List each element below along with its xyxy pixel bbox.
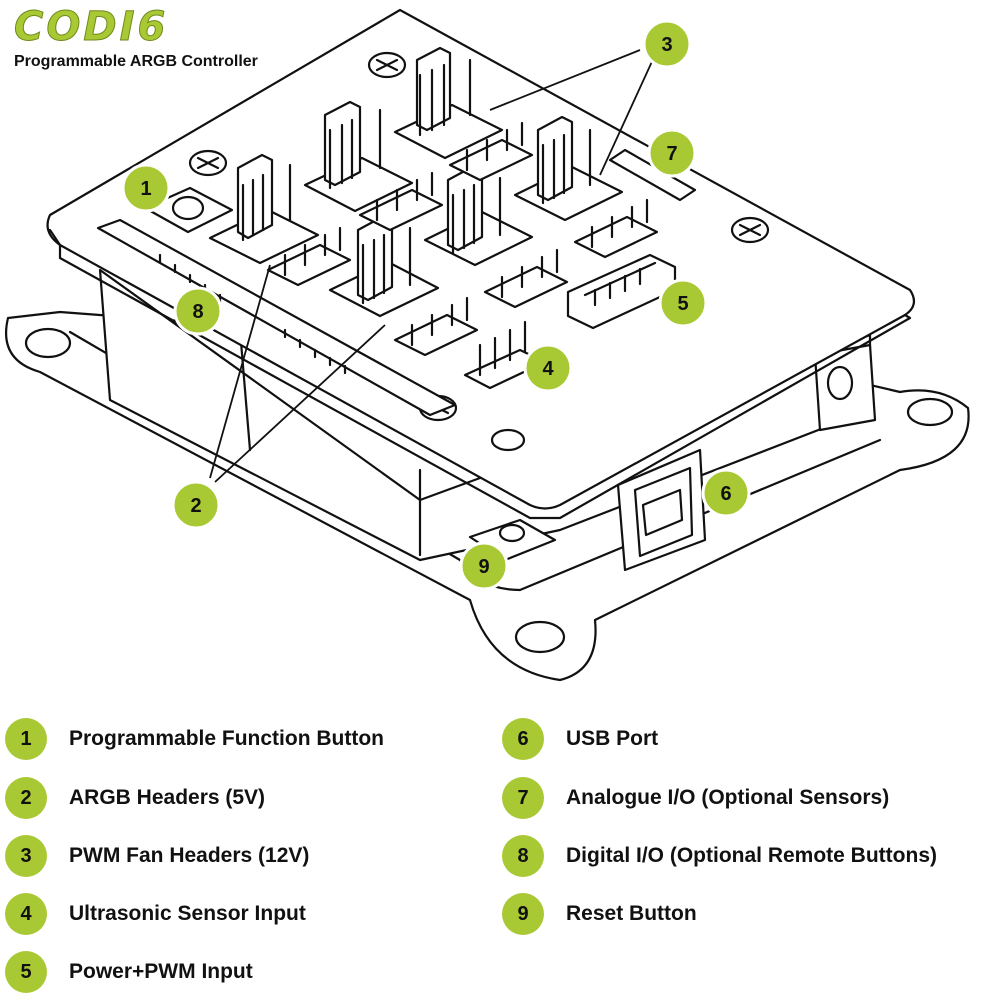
legend-label: Analogue I/O (Optional Sensors) bbox=[566, 786, 890, 809]
legend-badge: 3 bbox=[5, 835, 47, 877]
legend-item-6: 6 USB Port bbox=[502, 718, 658, 760]
callout-number: 2 bbox=[190, 495, 201, 517]
pwm-header bbox=[328, 215, 440, 318]
legend-badge: 2 bbox=[5, 777, 47, 819]
legend-badge: 4 bbox=[5, 893, 47, 935]
legend-label: Power+PWM Input bbox=[69, 960, 253, 983]
callout-number: 7 bbox=[666, 143, 677, 165]
screw bbox=[367, 51, 407, 79]
callout-circle bbox=[523, 343, 573, 393]
legend-item-1: 1 Programmable Function Button bbox=[5, 718, 384, 760]
argb-header bbox=[483, 248, 569, 309]
callout-number: 1 bbox=[140, 178, 151, 200]
callout-circle bbox=[173, 286, 223, 336]
argb-header bbox=[358, 171, 444, 232]
legend-badge: 7 bbox=[502, 777, 544, 819]
brand-logo: CODI6 bbox=[14, 4, 168, 50]
controller-illustration: CODI6 Programmable ARGB Controller bbox=[5, 4, 970, 682]
legend-badge: 9 bbox=[502, 893, 544, 935]
screw bbox=[730, 216, 770, 244]
legend-badge: 8 bbox=[502, 835, 544, 877]
legend-label: ARGB Headers (5V) bbox=[69, 786, 266, 809]
legend-item-7: 7 Analogue I/O (Optional Sensors) bbox=[502, 777, 889, 819]
callout-circle bbox=[658, 278, 708, 328]
callout-badge-7: 7 bbox=[647, 128, 697, 178]
legend-label: USB Port bbox=[566, 727, 659, 750]
callouts: 1 2 3 4 5 6 7 8 9 bbox=[121, 19, 751, 591]
legend-label: Programmable Function Button bbox=[69, 727, 384, 750]
callout-badge-6: 6 bbox=[701, 468, 751, 518]
pwm-header bbox=[423, 165, 534, 267]
brand-subtitle: Programmable ARGB Controller bbox=[14, 53, 258, 70]
callout-circle bbox=[459, 541, 509, 591]
callout-number: 6 bbox=[720, 483, 731, 505]
legend-item-9: 9 Reset Button bbox=[502, 893, 697, 935]
legend-badge: 1 bbox=[5, 718, 47, 760]
argb-header bbox=[448, 121, 534, 182]
callout-circle bbox=[642, 19, 692, 69]
pwm-header bbox=[208, 153, 320, 265]
legend-item-3: 3 PWM Fan Headers (12V) bbox=[5, 835, 309, 877]
callout-number: 5 bbox=[677, 293, 688, 315]
callout-badge-2: 2 bbox=[171, 480, 221, 530]
callout-circle bbox=[647, 128, 697, 178]
callout-badge-1: 1 bbox=[121, 163, 171, 213]
legend-item-4: 4 Ultrasonic Sensor Input bbox=[5, 893, 306, 935]
legend-item-8: 8 Digital I/O (Optional Remote Buttons) bbox=[502, 835, 937, 877]
pwm-header bbox=[303, 100, 414, 213]
pwm-header bbox=[393, 46, 504, 160]
legend-label: Ultrasonic Sensor Input bbox=[69, 902, 306, 925]
callout-number: 8 bbox=[192, 301, 203, 323]
callout-number: 4 bbox=[542, 358, 554, 380]
callout-badge-8: 8 bbox=[173, 286, 223, 336]
callout-badge-3: 3 bbox=[642, 19, 692, 69]
mount-hole bbox=[906, 397, 954, 427]
callout-badge-9: 9 bbox=[459, 541, 509, 591]
legend-label: Reset Button bbox=[566, 902, 697, 925]
legend-badge: 6 bbox=[502, 718, 544, 760]
pwm-header bbox=[513, 115, 624, 222]
callout-circle bbox=[171, 480, 221, 530]
callout-number: 9 bbox=[478, 556, 489, 578]
legend-label: Digital I/O (Optional Remote Buttons) bbox=[566, 844, 937, 867]
argb-header bbox=[266, 226, 352, 287]
mount-hole bbox=[514, 620, 566, 654]
mount-hole bbox=[24, 327, 72, 359]
controller-drawing bbox=[5, 8, 970, 682]
screw bbox=[188, 149, 228, 177]
legend-badge: 5 bbox=[5, 951, 47, 993]
callout-circle bbox=[121, 163, 171, 213]
callout-number: 3 bbox=[661, 34, 672, 56]
callout-badge-4: 4 bbox=[523, 343, 573, 393]
legend-item-2: 2 ARGB Headers (5V) bbox=[5, 777, 265, 819]
leader-lines bbox=[209, 49, 656, 483]
callout-circle bbox=[701, 468, 751, 518]
legend-label: PWM Fan Headers (12V) bbox=[69, 844, 310, 867]
argb-header bbox=[393, 296, 479, 357]
power-pwm-connector bbox=[566, 253, 677, 330]
callout-badge-5: 5 bbox=[658, 278, 708, 328]
argb-header bbox=[573, 198, 659, 259]
legend-item-5: 5 Power+PWM Input bbox=[5, 951, 253, 993]
